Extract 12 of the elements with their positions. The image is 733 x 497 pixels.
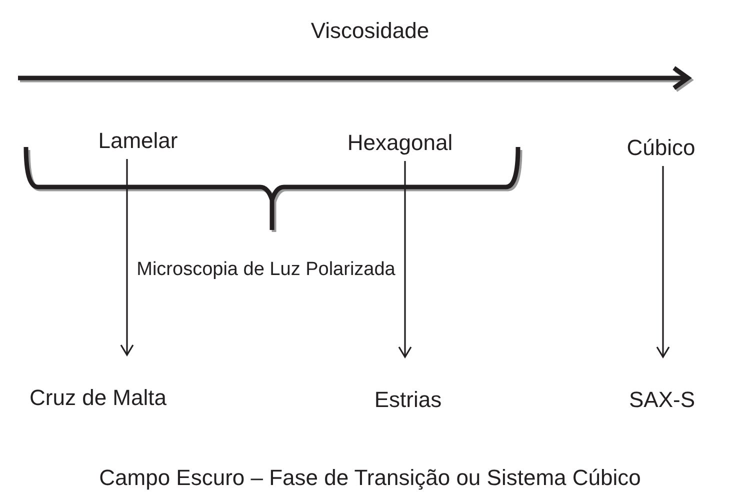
arrow [656, 166, 670, 358]
node-label: Cúbico [626, 135, 696, 166]
arrow [398, 161, 412, 358]
node-label: Microscopia de Luz Polarizada [136, 259, 396, 281]
node-label: Cruz de Malta [30, 355, 166, 410]
footnote: Campo Escuro – Fase de Transição ou Sistema Cúbico [99, 465, 641, 490]
axis-label: Viscosidade [310, 18, 430, 44]
arrow [120, 159, 134, 356]
node-label: Hexagonal [347, 130, 453, 162]
node-label: Lamelar [98, 128, 178, 160]
node-label: Estrias [374, 357, 442, 412]
node-label: SAX-S [628, 357, 696, 412]
